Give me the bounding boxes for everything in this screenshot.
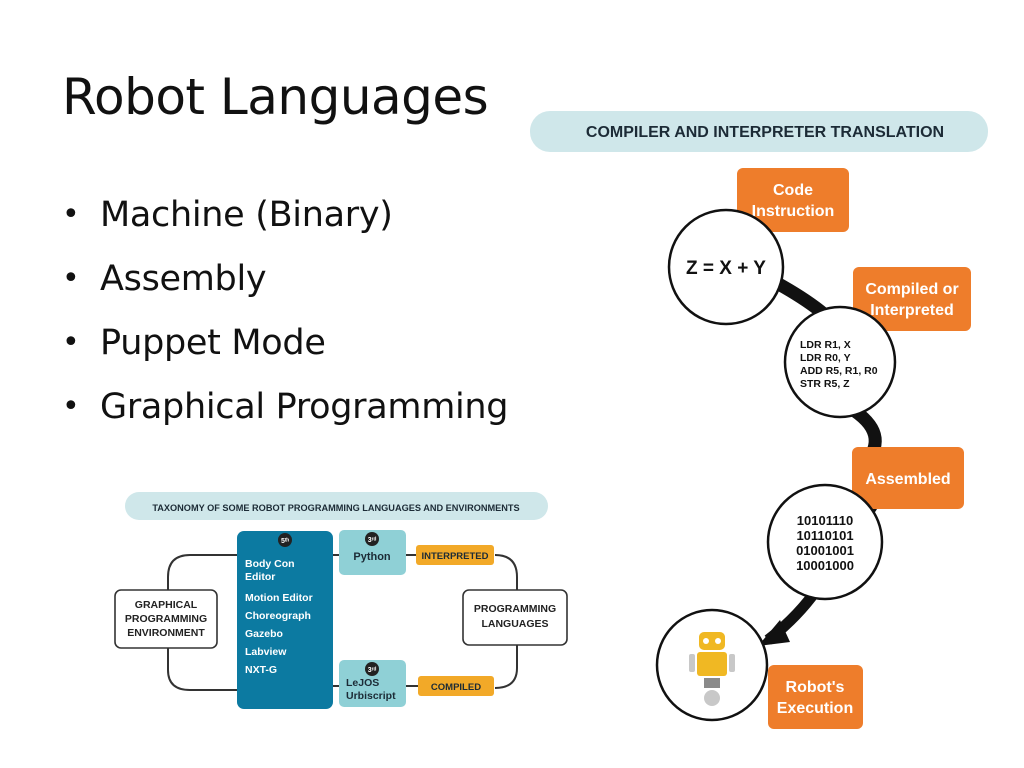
bullet-icon: • — [62, 325, 80, 360]
compiler-header-pill — [530, 111, 988, 152]
lejos-label: Urbiscript — [346, 690, 396, 702]
bullet-list: •Machine (Binary) •Assembly •Puppet Mode… — [62, 190, 509, 446]
graphical-environment-label: ENVIRONMENT — [127, 627, 205, 639]
bullet-item: •Puppet Mode — [62, 318, 508, 382]
lejos-badge — [365, 662, 379, 676]
loop-line — [494, 645, 518, 689]
lejos-badge-label: 3ʳᵈ — [368, 667, 377, 674]
assembly-line: LDR R0, Y — [800, 352, 851, 364]
compiler-header: COMPILER AND INTERPRETER TRANSLATION — [586, 124, 944, 141]
binary-line: 10001000 — [796, 558, 854, 573]
tool-item: Gazebo — [245, 628, 283, 640]
graphical-environment-label: GRAPHICAL — [135, 599, 198, 611]
generation-badge — [278, 533, 292, 547]
interpreted-badge — [416, 545, 494, 565]
lejos-box — [339, 660, 406, 707]
assembly-line: ADD R5, R1, R0 — [800, 365, 878, 377]
tool-item: Body Con — [245, 558, 295, 570]
python-box — [339, 530, 406, 575]
binary-circle — [766, 483, 884, 601]
code-instruction-label: Instruction — [752, 203, 835, 220]
bullet-icon: • — [62, 197, 80, 232]
binary-line: 01001001 — [796, 543, 854, 558]
execution-label: Execution — [777, 700, 853, 717]
bullet-item: •Assembly — [62, 254, 508, 318]
taxonomy-header-pill — [125, 492, 548, 520]
compiled-badge-label: COMPILED — [431, 682, 481, 693]
tool-item: Choreograph — [245, 610, 311, 622]
slide-title: Robot Languages — [62, 68, 489, 126]
tool-item: Motion Editor — [245, 592, 313, 604]
assembly-line: STR R5, Z — [800, 378, 850, 390]
interpreted-label: INTERPRETED — [421, 551, 488, 562]
binary-line: 10101110 — [797, 513, 853, 528]
programming-languages-box — [462, 589, 568, 646]
loop-line — [167, 554, 240, 592]
python-badge — [365, 532, 379, 546]
programming-languages-label: LANGUAGES — [481, 618, 548, 630]
assembly-line: LDR R1, X — [800, 339, 851, 351]
execution-label: Robot's — [786, 679, 845, 696]
tool-item: Labview — [245, 646, 287, 658]
flow-arrowhead-icon — [758, 620, 790, 646]
compiled-label: Compiled or — [865, 281, 958, 298]
loop-line — [167, 648, 240, 691]
assembled-box — [852, 447, 964, 509]
programming-languages-label: PROGRAMMING — [474, 603, 556, 615]
lejos-label: LeJOS — [346, 677, 379, 689]
tool-item: Editor — [245, 571, 275, 583]
bullet-icon: • — [62, 389, 80, 424]
equation-text: Z = X + Y — [686, 258, 766, 279]
python-badge-label: 3ʳᵈ — [368, 537, 377, 544]
compiled-badge — [418, 676, 494, 696]
generation-badge-label: 5ᵗʰ — [281, 538, 289, 545]
robot-icon — [689, 632, 735, 706]
graphical-environment-label: PROGRAMMING — [125, 613, 207, 625]
tool-item: NXT-G — [245, 664, 277, 676]
code-instruction-box — [737, 168, 849, 232]
equation-circle — [667, 208, 785, 326]
execution-box — [768, 665, 863, 729]
compiled-box — [853, 267, 971, 331]
loop-line — [494, 554, 518, 590]
bullet-item: •Graphical Programming — [62, 382, 509, 446]
bullet-icon: • — [62, 261, 80, 296]
graphical-environment-box — [114, 589, 218, 649]
binary-line: 10110101 — [796, 528, 853, 543]
code-instruction-label: Code — [773, 182, 813, 199]
assembled-label: Assembled — [865, 471, 950, 488]
taxonomy-header: TAXONOMY OF SOME ROBOT PROGRAMMING LANGU… — [152, 503, 519, 513]
assembly-circle — [783, 305, 897, 419]
python-label: Python — [353, 551, 391, 563]
compiled-label: Interpreted — [870, 302, 954, 319]
graphical-tools-panel — [237, 531, 333, 709]
bullet-item: •Machine (Binary) — [62, 190, 508, 254]
